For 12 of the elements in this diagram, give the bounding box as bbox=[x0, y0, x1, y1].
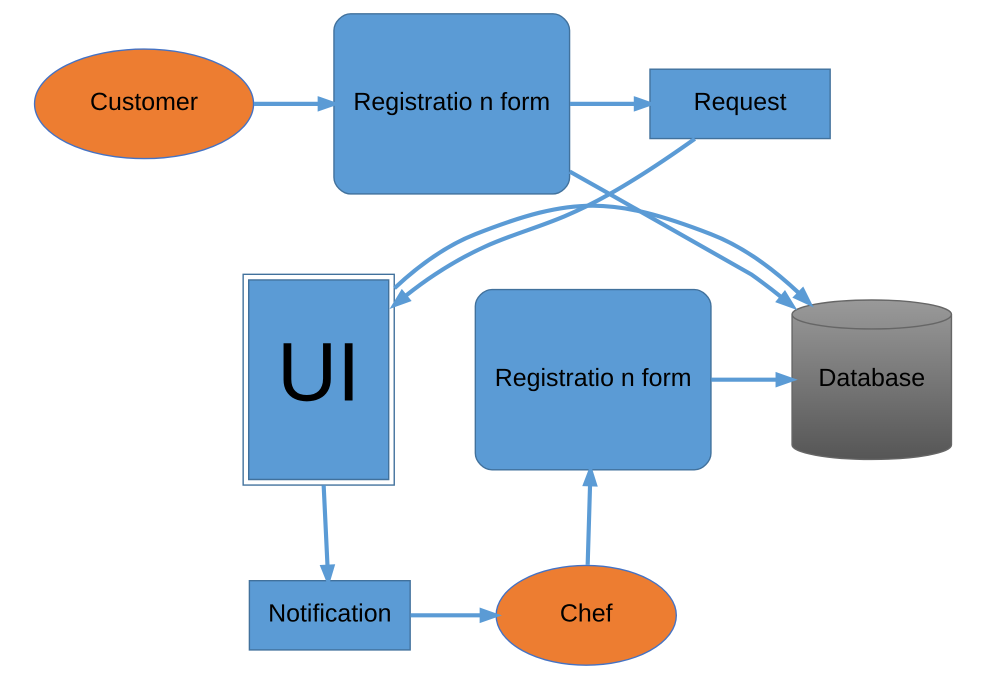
node-ellipse: Chef bbox=[494, 564, 676, 666]
arrow bbox=[568, 170, 797, 310]
arrow bbox=[389, 137, 696, 309]
node-box: UI bbox=[242, 274, 394, 486]
node-ellipse: Customer bbox=[33, 48, 254, 160]
node-box: Registratio n form bbox=[474, 288, 712, 470]
node-box: Notification bbox=[248, 580, 410, 651]
node-box: Request bbox=[648, 68, 830, 140]
node-box: Registratio n form bbox=[332, 13, 570, 195]
arrow bbox=[710, 372, 798, 388]
arrow bbox=[410, 608, 502, 624]
arrow bbox=[392, 204, 814, 308]
